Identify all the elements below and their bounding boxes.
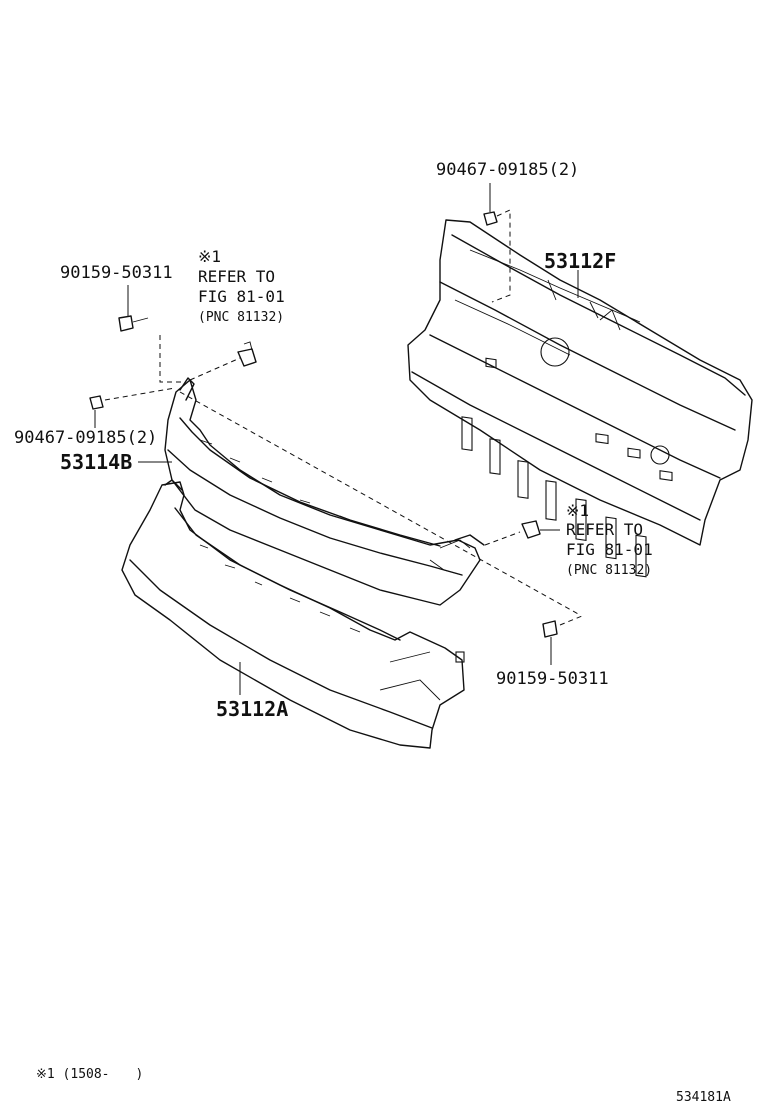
alignment-line-diagonal bbox=[179, 391, 581, 616]
footer-note: ※1 (1508- ) bbox=[36, 1067, 143, 1082]
alignment-line-clip-mid bbox=[189, 357, 241, 381]
ref-note-line2-right: FIG 81-01 bbox=[566, 540, 653, 559]
label-53112F: 53112F bbox=[544, 249, 616, 273]
ref-note-line3-left: (PNC 81132) bbox=[198, 310, 284, 325]
ref-note-line1-left: REFER TO bbox=[198, 267, 275, 286]
bolt-90467-top bbox=[483, 209, 511, 303]
part-53112A-bumper-cover bbox=[121, 479, 465, 749]
alignment-line-left bbox=[159, 335, 185, 383]
reinforcement-slots bbox=[461, 337, 673, 578]
alignment-line-right-bolt bbox=[559, 615, 583, 626]
ref-note-mark-right: ※1 bbox=[566, 501, 589, 520]
ref-note-line2-left: FIG 81-01 bbox=[198, 287, 285, 306]
part-53112F-reinforcement bbox=[407, 219, 753, 578]
label-90467-09185-top: 90467-09185(2) bbox=[436, 160, 579, 180]
label-53114B: 53114B bbox=[60, 450, 132, 474]
figure-code: 534181A bbox=[676, 1090, 731, 1105]
label-90159-50311-right: 90159-50311 bbox=[496, 669, 609, 689]
ref-note-line1-right: REFER TO bbox=[566, 520, 643, 539]
clip-81132-left bbox=[237, 341, 257, 367]
clip-81132-right bbox=[521, 520, 560, 539]
label-53112A: 53112A bbox=[216, 697, 288, 721]
ref-note-mark-left: ※1 bbox=[198, 247, 221, 266]
bolt-90159-right bbox=[542, 620, 558, 665]
ref-note-line3-right: (PNC 81132) bbox=[566, 563, 652, 578]
alignment-line-right-clip bbox=[484, 531, 521, 546]
clip-90467-left bbox=[89, 395, 104, 428]
bolt-90159-left bbox=[118, 285, 149, 332]
label-90159-50311-left: 90159-50311 bbox=[60, 263, 173, 283]
part-53114B-absorber bbox=[164, 377, 485, 606]
label-90467-09185-left: 90467-09185(2) bbox=[14, 428, 157, 448]
alignment-line-clip-left bbox=[104, 387, 176, 401]
